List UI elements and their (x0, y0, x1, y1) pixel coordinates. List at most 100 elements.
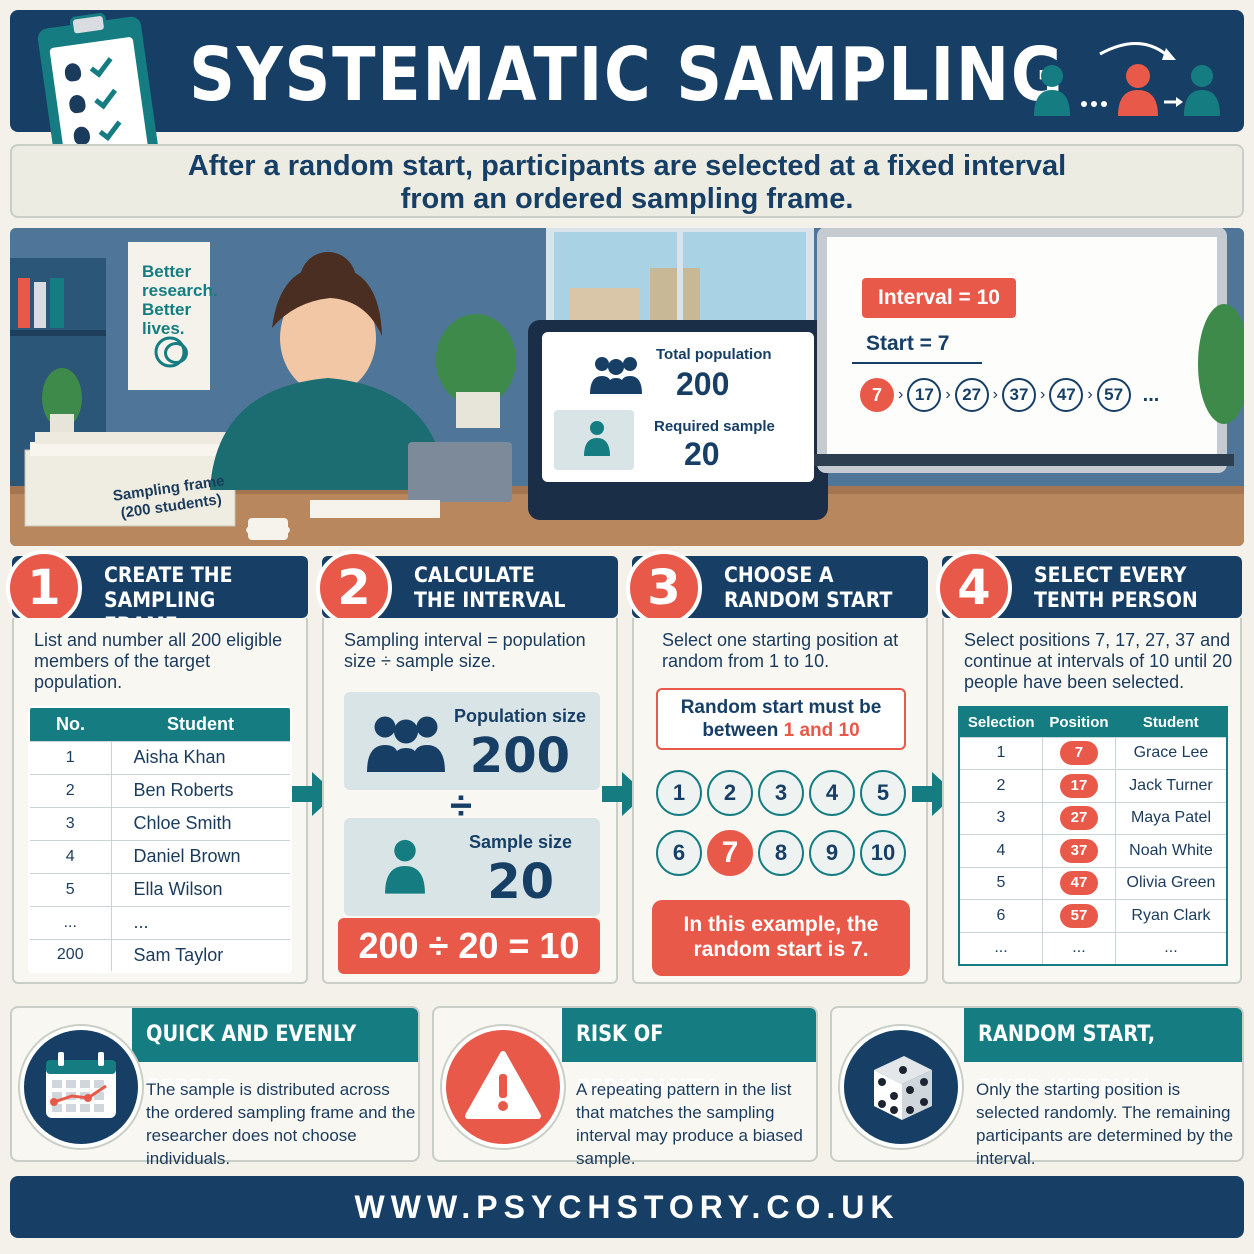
feature-text: A repeating pattern in the list that mat… (576, 1080, 803, 1168)
arrow-icon: › (992, 386, 998, 403)
divide-symbol: ÷ (450, 784, 472, 828)
feature-title: RISK OF PERIODICITY (562, 1008, 816, 1101)
sequence-ellipsis: ... (1142, 383, 1160, 406)
monitor-total-value: 200 (676, 366, 730, 402)
random-start-rule: Random start must be between 1 and 10 (656, 688, 906, 750)
number-option: 9 (809, 830, 855, 876)
step-title: CHOOSE A RANDOM START (724, 563, 893, 612)
population-value: 200 (469, 728, 570, 784)
population-box: Population size 200 (344, 692, 600, 790)
sequence-item: 17 (907, 378, 942, 412)
number-grid: 1 2 3 4 5 6 7 8 9 10 (656, 770, 910, 876)
start-arrow (852, 362, 982, 364)
sample-box: Sample size 20 (344, 818, 600, 916)
monitor-sample-value: 20 (684, 436, 720, 472)
step-title: CALCULATE THE INTERVAL (414, 563, 566, 612)
interval-badge: Interval = 10 (862, 278, 1016, 318)
warning-icon (442, 1026, 564, 1148)
step-2-card: 2 CALCULATE THE INTERVAL Sampling interv… (316, 550, 618, 986)
feature-text: The sample is distributed across the ord… (146, 1080, 416, 1168)
monitor-screen: Total population 200 Required sample 20 (542, 332, 814, 482)
feature-card-random-start: RANDOM START, FIXED INTERVAL Only the st… (830, 1006, 1244, 1168)
number-option: 10 (860, 830, 906, 876)
number-option-selected: 7 (707, 830, 753, 876)
feature-text: Only the starting position is selected r… (976, 1080, 1234, 1168)
calendar-spread-icon (20, 1026, 142, 1148)
number-option: 2 (707, 770, 753, 816)
monitor-total-label: Total population (656, 346, 772, 363)
step-3-card: 3 CHOOSE A RANDOM START Select one start… (626, 550, 928, 986)
column-header: Student (111, 708, 290, 741)
position-badge: 7 (1059, 741, 1098, 766)
step-number: 2 (316, 550, 392, 626)
step-number: 1 (6, 550, 82, 626)
number-option: 1 (656, 770, 702, 816)
step-1-card: 1 CREATE THE SAMPLING FRAME List and num… (6, 550, 308, 986)
column-header: No. (30, 708, 111, 741)
sequence: 7 › 17 › 27 › 37 › 47 › 57 ... (860, 378, 1159, 412)
sequence-item: 27 (954, 378, 989, 412)
column-header: Student (1115, 707, 1227, 737)
start-label: Start = 7 (866, 332, 950, 355)
group-icon (588, 354, 644, 394)
sequence-item: 7 (860, 378, 894, 412)
interval-equation: 200 ÷ 20 = 10 (338, 918, 600, 974)
illustration-scene: Better research. Better lives. Sampling … (10, 228, 1244, 546)
number-option: 6 (656, 830, 702, 876)
position-badge: 57 (1059, 903, 1098, 928)
step-number: 3 (626, 550, 702, 626)
feature-card-periodicity: RISK OF PERIODICITY A repeating pattern … (432, 1006, 818, 1168)
table-row: ...... (30, 905, 290, 939)
sample-value: 20 (487, 854, 554, 910)
page-title: SYSTEMATIC SAMPLING (189, 32, 1065, 118)
step-title: CREATE THE SAMPLING FRAME (104, 563, 233, 637)
population-label: Population size (453, 706, 586, 726)
example-callout: In this example, the random start is 7. (652, 900, 910, 976)
brain-icon (164, 342, 188, 364)
footer-url[interactable]: WWW.PSYCHSTORY.CO.UK (10, 1176, 1244, 1238)
header-banner: SYSTEMATIC SAMPLING (10, 10, 1244, 132)
arrow-icon: › (1039, 386, 1046, 403)
feature-title: RANDOM START, FIXED INTERVAL (964, 1008, 1242, 1101)
step-description: Select positions 7, 17, 27, 37 and conti… (964, 630, 1233, 692)
sequence-item: 37 (1001, 378, 1036, 412)
monitor-sample-label: Required sample (654, 418, 775, 435)
step-4-card: 4 SELECT EVERY TENTH PERSON Select posit… (936, 550, 1242, 986)
people-selection-icon (1034, 42, 1220, 116)
column-header: Position (1042, 707, 1116, 737)
sequence-item: 47 (1049, 378, 1084, 412)
step-description: List and number all 200 eligible members… (34, 630, 283, 692)
position-badge: 37 (1059, 838, 1098, 863)
number-option: 3 (758, 770, 804, 816)
feature-card-evenly-spread: QUICK AND EVENLY SPREAD The sample is di… (10, 1006, 420, 1168)
step-body: Sampling interval = population size ÷ sa… (322, 618, 618, 984)
step-body: List and number all 200 eligible members… (12, 618, 308, 984)
number-option: 8 (758, 830, 804, 876)
arrow-icon: › (945, 386, 951, 403)
arrow-icon: › (1087, 386, 1093, 403)
feature-title: QUICK AND EVENLY SPREAD (132, 1008, 418, 1101)
step-number: 4 (936, 550, 1012, 626)
step-body: Select one starting position at random f… (632, 618, 928, 984)
position-badge: 47 (1059, 871, 1098, 896)
number-option: 4 (809, 770, 855, 816)
number-option: 5 (860, 770, 906, 816)
poster: Better research. Better lives. (142, 262, 218, 338)
column-header: Selection (959, 707, 1043, 737)
position-badge: 27 (1059, 806, 1098, 831)
sample-label: Sample size (468, 832, 572, 852)
sequence-item: 57 (1096, 378, 1131, 412)
